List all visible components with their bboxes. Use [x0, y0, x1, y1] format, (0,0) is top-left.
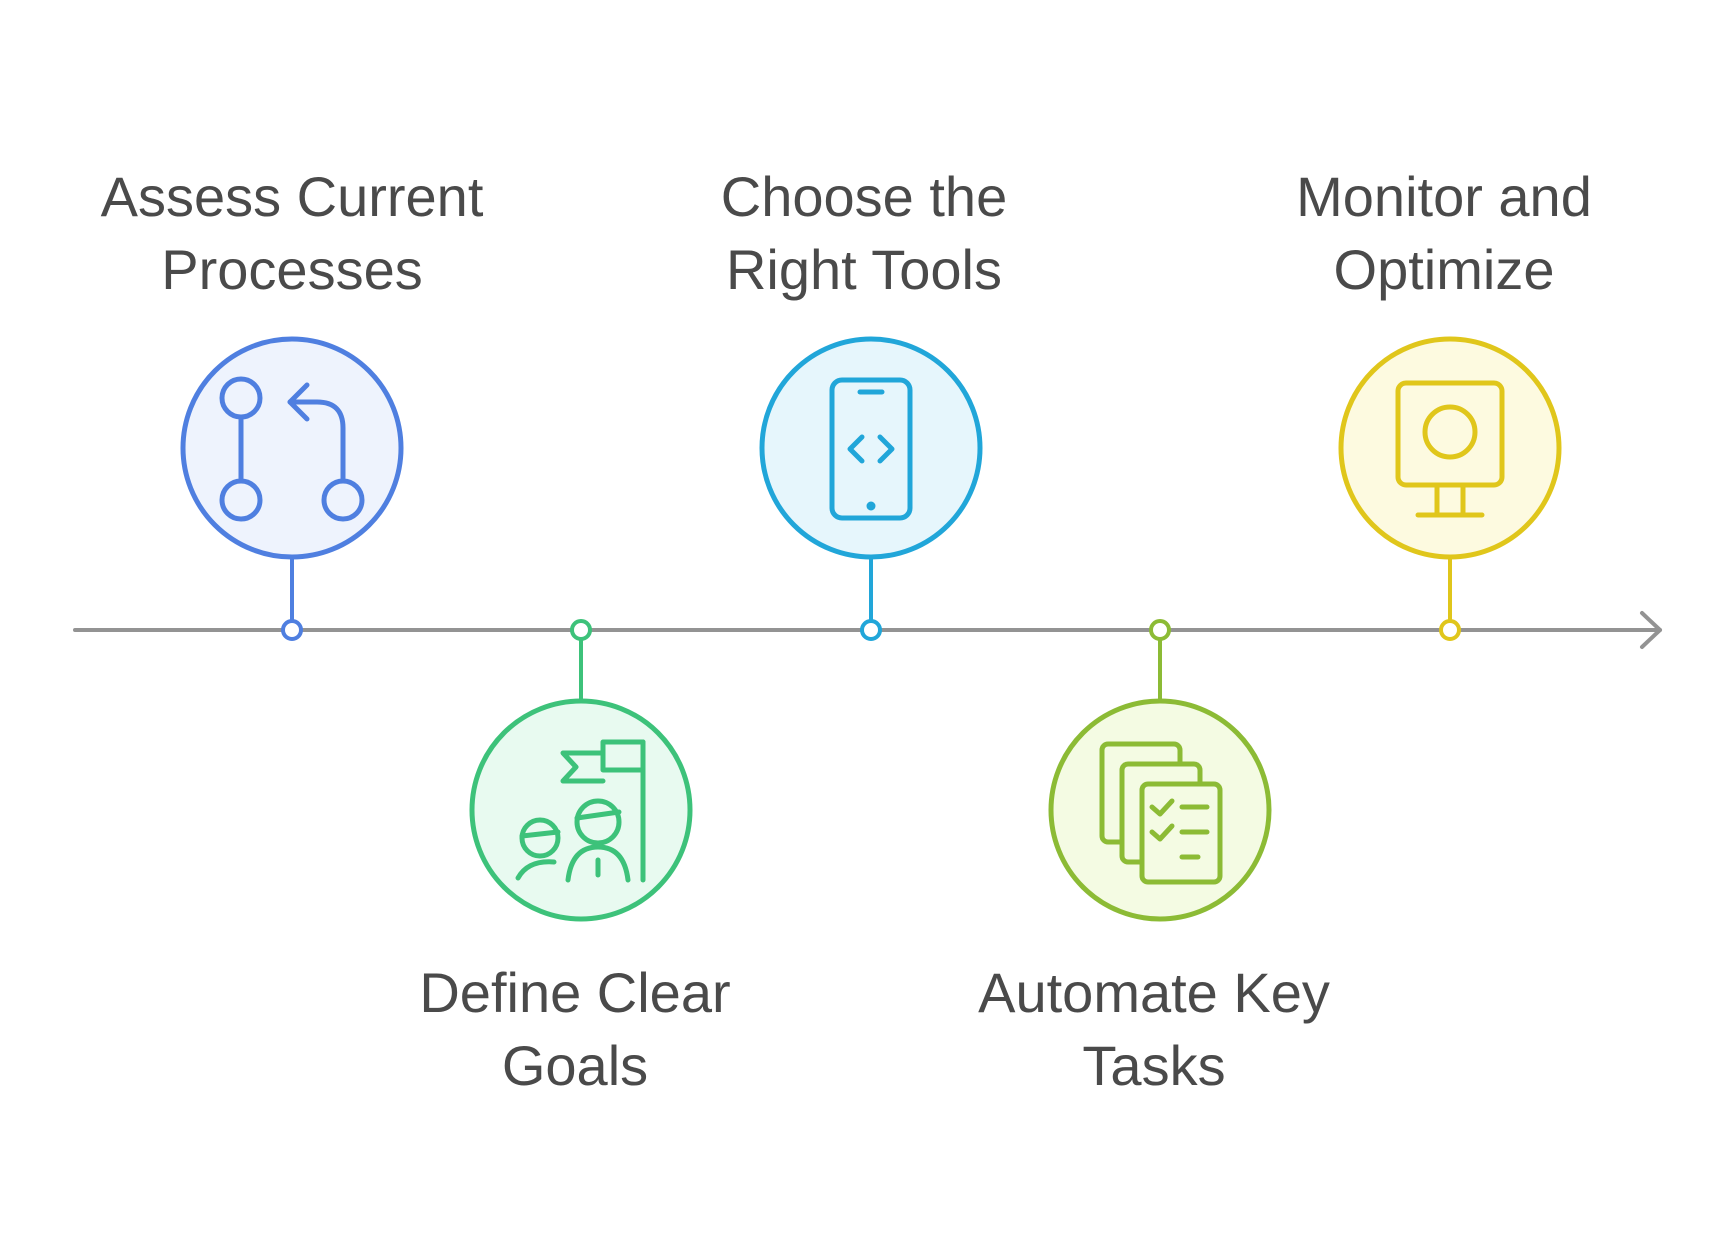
- step-dot: [860, 619, 882, 641]
- step-label-automate: Automate Key Tasks: [924, 956, 1384, 1102]
- step-title-line: Monitor and: [1296, 165, 1592, 228]
- step-title-line: Assess Current: [100, 165, 484, 228]
- step-title-line: Choose the: [720, 165, 1008, 228]
- step-label-monitor: Monitor and Optimize: [1214, 160, 1674, 306]
- step-dot: [570, 619, 592, 641]
- step-title-line: Define Clear: [419, 961, 731, 1024]
- timeline-arrow-icon: [1640, 611, 1662, 649]
- checklist-documents-icon: [1099, 741, 1223, 885]
- step-title-line: Processes: [161, 238, 423, 301]
- step-dot: [1149, 619, 1171, 641]
- mobile-code-icon: [829, 377, 913, 521]
- step-title-line: Tasks: [1082, 1034, 1226, 1097]
- team-goal-flag-icon: [515, 739, 646, 883]
- step-icon-circle: [1338, 336, 1562, 560]
- step-dot: [1439, 619, 1461, 641]
- step-label-assess: Assess Current Processes: [62, 160, 522, 306]
- step-choose: [759, 336, 983, 641]
- git-pull-request-icon: [219, 376, 365, 522]
- step-title-line: Optimize: [1333, 238, 1555, 301]
- step-title-line: Right Tools: [725, 238, 1002, 301]
- step-title-line: Automate Key: [978, 961, 1330, 1024]
- step-label-define: Define Clear Goals: [345, 956, 805, 1102]
- step-monitor: [1338, 336, 1562, 641]
- step-icon-circle: [759, 336, 983, 560]
- step-assess: [180, 336, 404, 641]
- step-automate: [1048, 619, 1272, 922]
- step-define: [469, 619, 693, 922]
- webcam-monitor-icon: [1395, 380, 1505, 518]
- step-title-line: Goals: [501, 1034, 649, 1097]
- step-icon-circle: [180, 336, 404, 560]
- step-label-choose: Choose the Right Tools: [634, 160, 1094, 306]
- step-dot: [281, 619, 303, 641]
